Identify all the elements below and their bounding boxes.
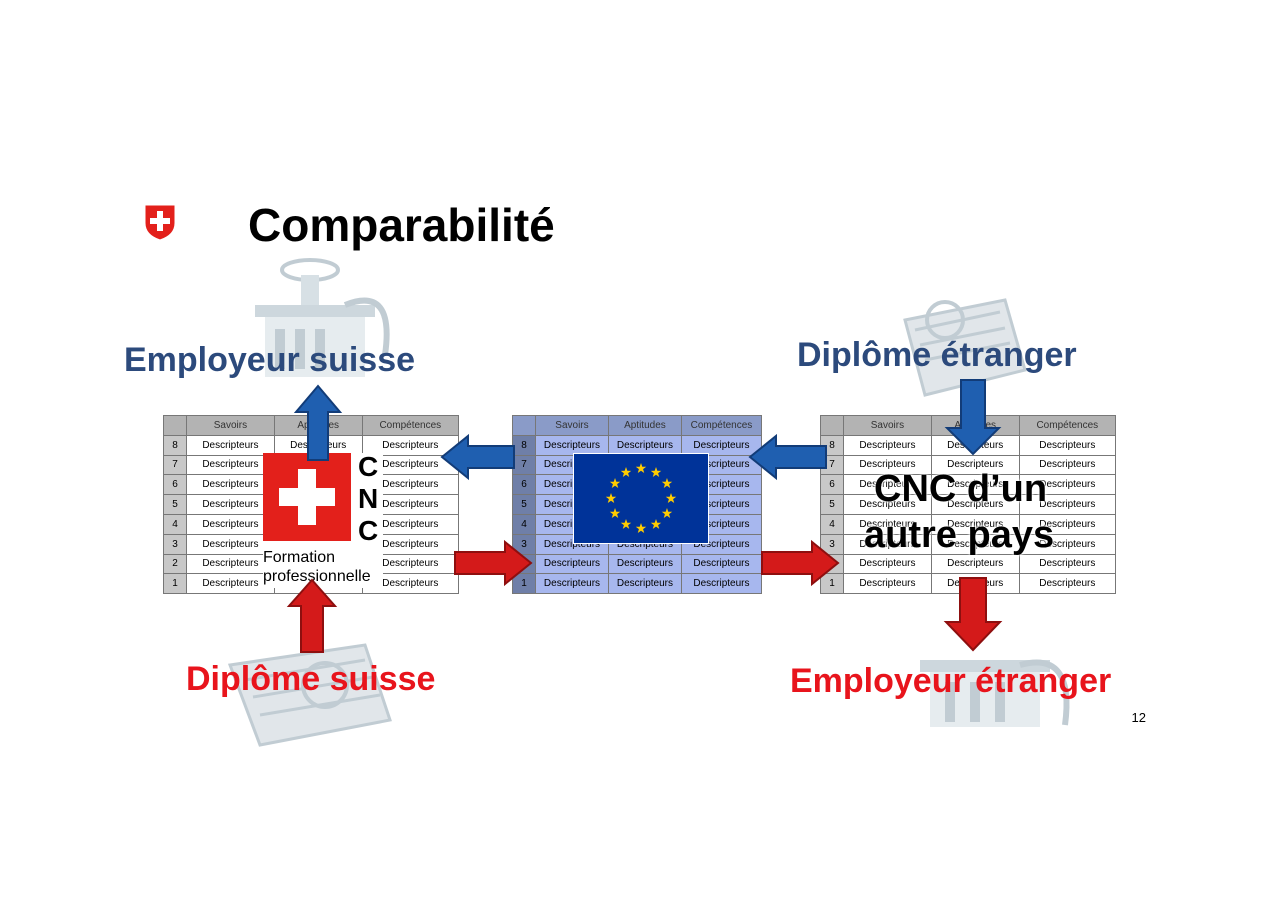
descriptor-cell: Descripteurs bbox=[535, 553, 609, 575]
building-clipart bbox=[920, 659, 1070, 727]
level-number: 3 bbox=[820, 533, 844, 555]
building-clipart bbox=[255, 258, 390, 377]
arrow-left-blue bbox=[748, 433, 827, 481]
level-number: 4 bbox=[163, 513, 187, 535]
level-number: 5 bbox=[820, 494, 844, 515]
level-number: 6 bbox=[820, 474, 844, 496]
cnc-letter: C bbox=[358, 515, 379, 546]
label-employeur-suisse: Employeur suisse bbox=[124, 341, 416, 379]
descriptor-cell: Descripteurs bbox=[186, 454, 275, 476]
cnc-letter: N bbox=[358, 483, 379, 514]
cnc-logo: C N C Formation professionnelle bbox=[263, 451, 383, 588]
level-number: 7 bbox=[512, 454, 536, 476]
descriptor-cell: Descripteurs bbox=[186, 494, 275, 515]
arrow-left-blue bbox=[440, 433, 515, 481]
descriptor-cell: Descripteurs bbox=[1018, 434, 1117, 456]
arrow-up-red bbox=[286, 578, 338, 653]
cnc-letter: C bbox=[358, 451, 379, 482]
eu-star bbox=[665, 493, 677, 503]
descriptor-cell: Descripteurs bbox=[535, 573, 609, 595]
table-header: Savoirs bbox=[843, 415, 932, 436]
level-number: 3 bbox=[163, 533, 187, 555]
descriptor-cell: Descripteurs bbox=[607, 573, 682, 595]
descriptor-cell: Descripteurs bbox=[680, 573, 763, 595]
descriptor-cell: Descripteurs bbox=[186, 553, 275, 575]
table-corner bbox=[512, 415, 536, 436]
level-number: 1 bbox=[820, 573, 844, 595]
level-number: 5 bbox=[512, 494, 536, 515]
level-number: 1 bbox=[512, 573, 536, 595]
level-number: 8 bbox=[512, 434, 536, 456]
table-header: Savoirs bbox=[535, 415, 609, 436]
eu-star bbox=[635, 523, 647, 533]
label-employeur-etranger: Employeur étranger bbox=[790, 662, 1112, 700]
eu-star bbox=[650, 467, 662, 477]
descriptor-cell: Descripteurs bbox=[186, 513, 275, 535]
table-header: Savoirs bbox=[186, 415, 275, 436]
descriptor-cell: Descripteurs bbox=[186, 573, 275, 595]
level-number: 4 bbox=[512, 513, 536, 535]
table-header: Compétences bbox=[1018, 415, 1117, 436]
descriptor-cell: Descripteurs bbox=[680, 553, 763, 575]
table-header: Aptitudes bbox=[607, 415, 682, 436]
table-corner bbox=[820, 415, 844, 436]
eu-star bbox=[620, 467, 632, 477]
level-number: 3 bbox=[512, 533, 536, 555]
swiss-cross-icon bbox=[263, 453, 351, 541]
level-number: 6 bbox=[163, 474, 187, 496]
label-cnc-autre-pays: CNC d’un autre pays bbox=[864, 466, 1054, 558]
eu-star bbox=[605, 493, 617, 503]
eu-star bbox=[661, 478, 673, 488]
label-diplome-suisse: Diplôme suisse bbox=[186, 660, 436, 698]
level-number: 8 bbox=[163, 434, 187, 456]
eu-star bbox=[650, 518, 662, 529]
table-header: Compétences bbox=[680, 415, 763, 436]
eu-star bbox=[620, 518, 632, 529]
descriptor-cell: Descripteurs bbox=[186, 533, 275, 555]
descriptor-cell: Descripteurs bbox=[843, 573, 932, 595]
arrow-down-red bbox=[943, 577, 1003, 652]
descriptor-cell: Descripteurs bbox=[843, 434, 932, 456]
eu-flag-icon bbox=[573, 453, 709, 544]
eu-star bbox=[609, 508, 621, 518]
descriptor-cell: Descripteurs bbox=[186, 434, 275, 456]
eu-star bbox=[661, 508, 673, 518]
label-diplome-etranger: Diplôme étranger bbox=[797, 336, 1077, 374]
descriptor-cell: Descripteurs bbox=[186, 474, 275, 496]
label-cnc-autre-pays-line1: CNC d’un bbox=[874, 468, 1048, 510]
diploma-clipart bbox=[903, 298, 1027, 397]
level-number: 5 bbox=[163, 494, 187, 515]
table-corner bbox=[163, 415, 187, 436]
level-number: 1 bbox=[163, 573, 187, 595]
descriptor-cell: Descripteurs bbox=[1018, 573, 1117, 595]
arrow-right-red bbox=[454, 539, 533, 587]
descriptor-cell: Descripteurs bbox=[680, 434, 763, 456]
arrow-down-blue bbox=[944, 379, 1002, 456]
arrow-up-blue bbox=[293, 384, 343, 461]
swiss-coat-of-arms-icon bbox=[144, 204, 176, 241]
level-number: 2 bbox=[163, 553, 187, 575]
descriptor-cell: Descripteurs bbox=[607, 553, 682, 575]
eu-star bbox=[635, 463, 647, 473]
table-row: 2DescripteursDescripteursDescripteurs bbox=[512, 553, 763, 575]
table-header: Compétences bbox=[361, 415, 460, 436]
level-number: 7 bbox=[163, 454, 187, 476]
page-number: 12 bbox=[1131, 710, 1146, 725]
cnc-line2: professionnelle bbox=[263, 568, 371, 585]
slide-title: Comparabilité bbox=[248, 199, 555, 251]
eu-star bbox=[609, 478, 621, 488]
cnc-line1: Formation bbox=[263, 549, 336, 566]
level-number: 6 bbox=[512, 474, 536, 496]
arrow-right-red bbox=[761, 539, 840, 587]
level-number: 4 bbox=[820, 513, 844, 535]
diploma-clipart bbox=[227, 643, 392, 747]
label-cnc-autre-pays-line2: autre pays bbox=[864, 514, 1055, 556]
